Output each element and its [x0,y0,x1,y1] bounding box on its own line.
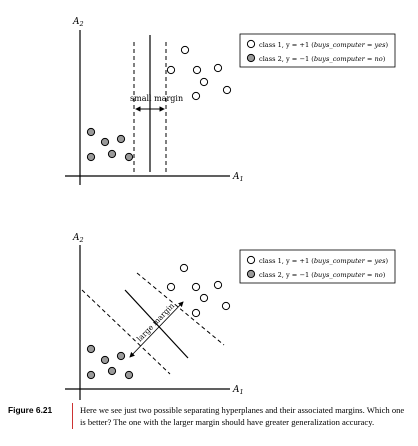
legend-class1-marker [246,255,256,265]
bottom-panel: A2 A1 large margin [65,233,396,400]
data-point [100,355,110,365]
top-legend: class 1, y = +1 (buys_computer = yes) cl… [239,33,396,68]
bottom-legend-box [239,249,396,284]
data-point [100,137,110,147]
data-point [166,282,176,292]
legend-class1-label: class 1, y = +1 (buys_computer = yes) [259,257,389,265]
data-point [107,149,117,159]
data-point [213,280,223,290]
top-class2-points [86,127,134,162]
data-point [86,370,96,380]
legend-class2-marker [246,53,256,63]
data-point [86,152,96,162]
top-class1-points [166,45,232,101]
bottom-class2-points [86,344,134,380]
data-point [166,65,176,75]
data-point [124,152,134,162]
data-point [213,63,223,73]
data-point [179,263,189,273]
top-y-axis-label: A2 [72,17,84,28]
data-point [221,301,231,311]
data-point [222,85,232,95]
figure-caption: Figure 6.21 Here we see just two possibl… [8,403,412,429]
data-point [124,370,134,380]
bottom-margin-boundary-lower [81,289,171,375]
top-legend-box [239,33,396,68]
top-margin-label: small margin [130,94,183,103]
figure-label: Figure 6.21 [8,405,53,415]
bottom-class1-points [166,263,231,318]
data-point [191,282,201,292]
bottom-x-axis-label: A1 [232,385,244,396]
data-point [191,91,201,101]
data-point [116,351,126,361]
top-x-axis-label: A1 [232,172,244,183]
top-panel: A2 A1 small margin [65,17,396,185]
legend-class2-label: class 2, y = −1 (buys_computer = no) [259,55,386,63]
data-point [107,366,117,376]
caption-text: Here we see just two possible separating… [80,405,405,427]
bottom-y-axis-label: A2 [72,233,84,244]
data-point [199,77,209,87]
data-point [191,308,201,318]
legend-class2-label: class 2, y = −1 (buys_computer = no) [259,271,386,279]
data-point [180,45,190,55]
data-point [192,65,202,75]
bottom-legend: class 1, y = +1 (buys_computer = yes) cl… [239,249,396,284]
data-point [199,293,209,303]
legend-class1-label: class 1, y = +1 (buys_computer = yes) [259,41,389,49]
data-point [86,127,96,137]
legend-class2-marker [246,269,256,279]
data-point [86,344,96,354]
caption-divider [72,403,73,429]
data-point [116,134,126,144]
bottom-margin-arrow [129,301,184,358]
legend-class1-marker [246,39,256,49]
